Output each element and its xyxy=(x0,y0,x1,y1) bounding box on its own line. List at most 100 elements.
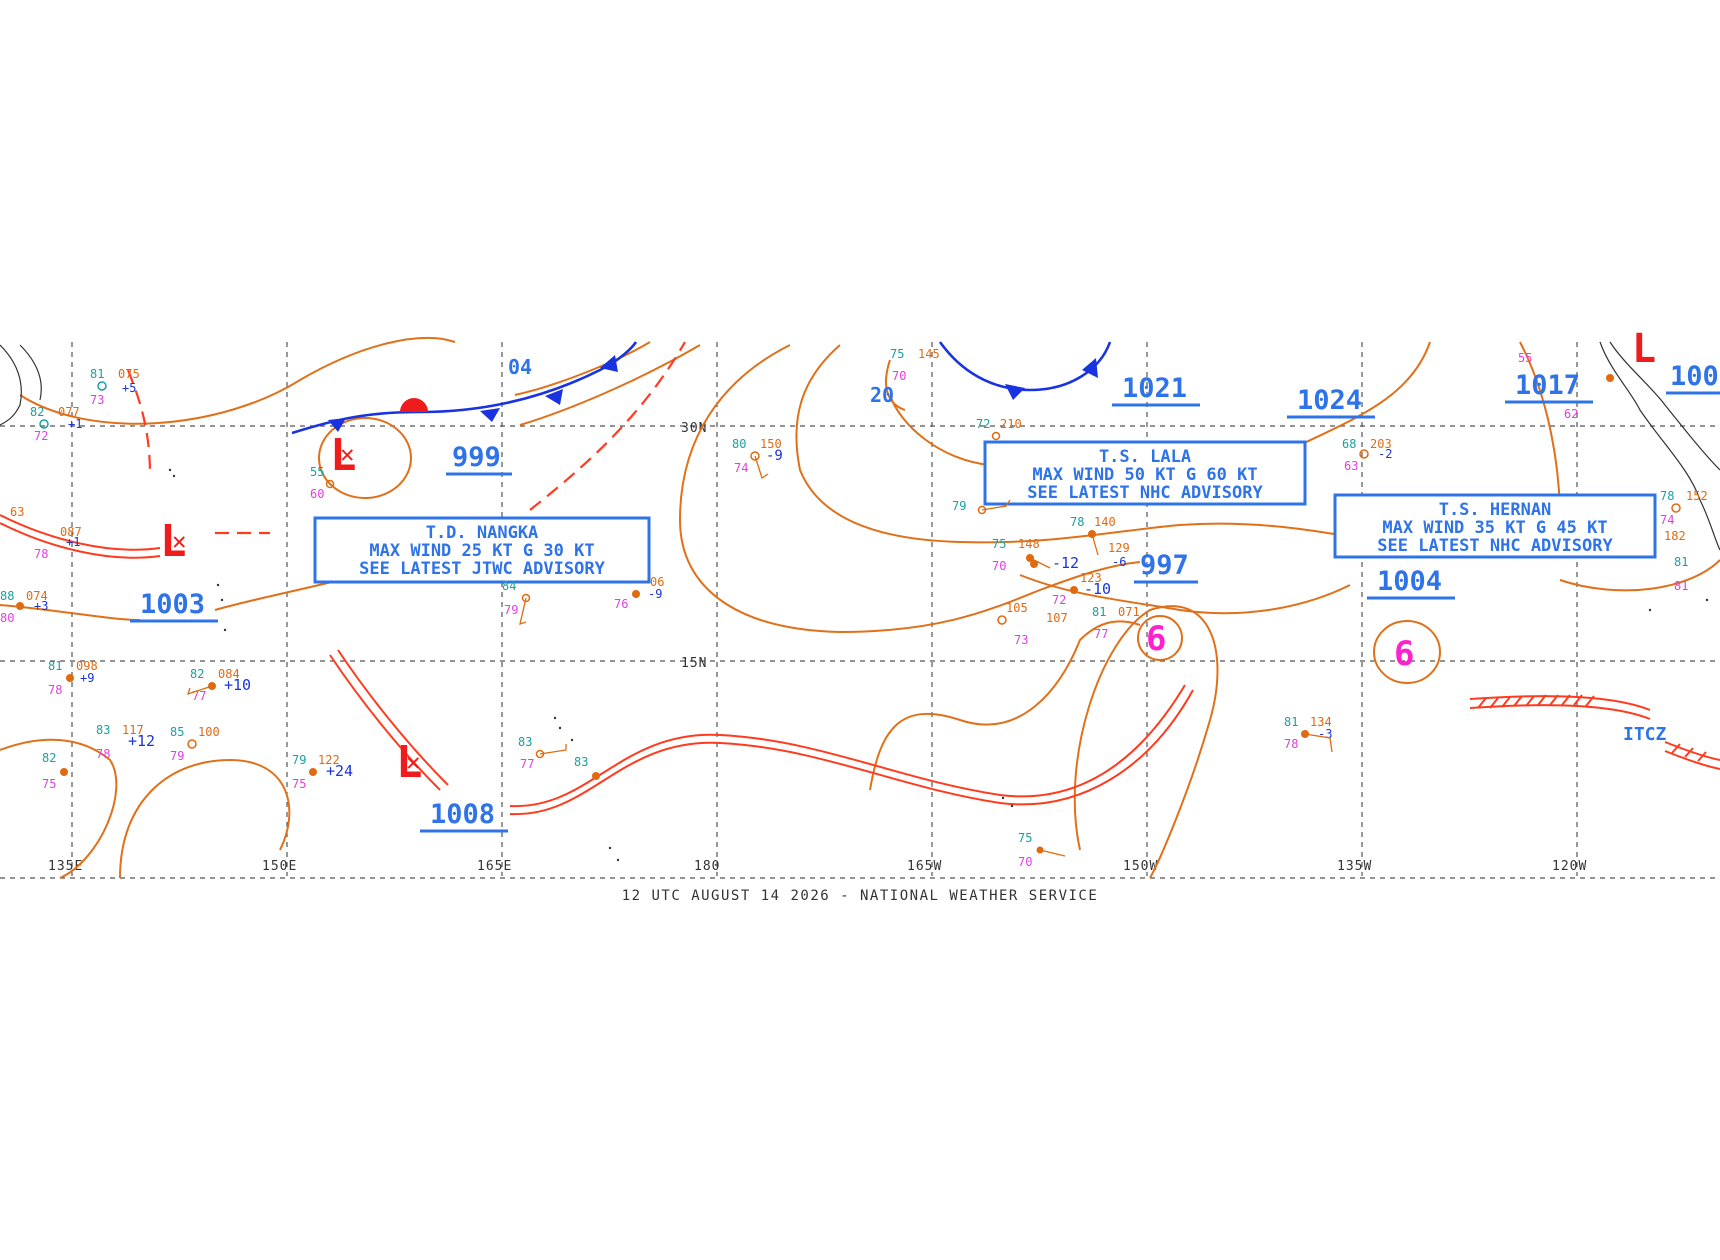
island-dot xyxy=(1705,598,1709,602)
pressure-label-1017: 1017 xyxy=(1515,370,1580,401)
cold-front-pip xyxy=(1005,384,1025,400)
obs-dewpoint: 79 xyxy=(170,749,184,763)
advisory-box xyxy=(1333,493,1657,559)
obs-pressure: 150 xyxy=(760,437,782,451)
isobar-storm-ring xyxy=(1373,620,1441,684)
island-dot xyxy=(220,598,224,602)
graticule xyxy=(0,342,1720,879)
advisory-lala: T.S. LALA MAX WIND 50 KT G 60 KT SEE LAT… xyxy=(983,440,1307,506)
trough-dashed xyxy=(126,369,152,476)
obs-dewpoint: 75 xyxy=(42,777,56,791)
station-obs: 81 075 73 +5 xyxy=(90,367,140,407)
isobar xyxy=(885,359,906,411)
pressure-label-999: 999 xyxy=(452,442,501,473)
island-dot xyxy=(216,583,220,587)
obs-dewpoint: 60 xyxy=(310,487,324,501)
advisory-box xyxy=(983,440,1307,506)
obs-temp: 75 xyxy=(992,537,1006,551)
obs-dewpoint: 62 xyxy=(1564,407,1578,421)
wind-barb xyxy=(1039,849,1066,857)
itcz-hatch xyxy=(1573,694,1583,706)
obs-temp: 55 xyxy=(1518,351,1532,365)
obs-pressure: 134 xyxy=(1310,715,1332,729)
obs-temp: 55 xyxy=(310,465,324,479)
station-obs: 84 79 xyxy=(502,579,531,617)
low-center: L xyxy=(1632,326,1656,372)
low-center-x: ✕ xyxy=(406,748,420,776)
isobar-low-ring xyxy=(318,417,412,499)
station-obs: 82 077 72 +1 xyxy=(30,405,82,443)
obs-temp: 79 xyxy=(952,499,966,513)
station-obs: 83 77 xyxy=(518,735,545,771)
cold-front-pip xyxy=(600,355,618,372)
station-marker xyxy=(750,451,760,461)
low-center-x: ✕ xyxy=(172,527,186,555)
trough-dashed xyxy=(529,341,686,511)
cold-front-pip xyxy=(545,389,563,405)
station-obs: 182 xyxy=(1664,529,1686,543)
low-center: L ✕ xyxy=(160,516,187,567)
isobar-label-20: 20 xyxy=(870,383,894,407)
isobar xyxy=(119,758,291,879)
obs-pressure: 203 xyxy=(1370,437,1392,451)
obs-tendency: -10 xyxy=(1084,580,1111,598)
station-obs: 81 071 77 -10 xyxy=(1070,580,1140,641)
coastline-path xyxy=(19,344,42,401)
obs-pressure: 182 xyxy=(1664,529,1686,543)
station-marker xyxy=(632,590,640,598)
isobar xyxy=(514,341,651,396)
station-obs: 06 76 -9 xyxy=(614,575,664,611)
obs-dewpoint: 63 xyxy=(1344,459,1358,473)
obs-temp: 88 xyxy=(0,589,14,603)
pressure-label-1003: 1003 xyxy=(140,589,205,620)
obs-temp: 75 xyxy=(890,347,904,361)
itcz-hatch xyxy=(1513,695,1523,707)
itcz-label: ITCZ xyxy=(1623,724,1667,745)
obs-tendency: -12 xyxy=(1052,554,1079,572)
low-symbol: L xyxy=(1632,326,1656,372)
obs-pressure: 087 xyxy=(60,525,82,539)
advisory-nangka: T.D. NANGKA MAX WIND 25 KT G 30 KT SEE L… xyxy=(313,516,651,584)
itcz-hatch xyxy=(1501,696,1511,708)
obs-temp: 82 xyxy=(30,405,44,419)
lon-label-150e: 150E xyxy=(262,859,297,874)
station-marker xyxy=(66,674,74,682)
trough-line xyxy=(0,514,161,551)
station-obs: 81 098 78 +9 xyxy=(48,659,98,697)
itcz-hatch xyxy=(1561,694,1571,706)
itcz-hatch xyxy=(1549,694,1559,706)
obs-dewpoint: 74 xyxy=(734,461,748,475)
station-obs: 82 75 xyxy=(42,751,68,791)
cold-front-pip xyxy=(328,418,346,432)
station-obs: 105 107 73 xyxy=(997,601,1068,647)
advisory-note: SEE LATEST NHC ADVISORY xyxy=(1027,483,1263,503)
low-symbol: L xyxy=(160,516,187,567)
station-marker xyxy=(1359,449,1369,459)
isobar xyxy=(19,336,456,425)
stationary-front xyxy=(291,341,1112,435)
obs-dewpoint: 76 xyxy=(614,597,628,611)
wind-barb xyxy=(539,744,567,755)
island-dot xyxy=(172,474,176,478)
map-caption: 12 UTC AUGUST 14 2026 - NATIONAL WEATHER… xyxy=(621,888,1099,904)
station-obs: 75 145 70 xyxy=(890,347,940,383)
isobar xyxy=(1519,341,1561,521)
obs-tendency: +3 xyxy=(34,599,48,613)
isobar xyxy=(795,344,1341,544)
obs-dewpoint: 77 xyxy=(1094,627,1108,641)
itcz-hatch xyxy=(1525,695,1535,707)
obs-pressure: 107 xyxy=(1046,611,1068,625)
obs-pressure: 075 xyxy=(118,367,140,381)
coastline-path xyxy=(1599,341,1720,551)
station-obs: 55 62 xyxy=(1518,351,1614,421)
obs-temp: 81 xyxy=(48,659,62,673)
obs-temp: 78 xyxy=(1070,515,1084,529)
wind-barb xyxy=(1029,557,1051,569)
obs-dewpoint: 78 xyxy=(1284,737,1298,751)
island-dot xyxy=(570,738,574,742)
isobar-label-04: 04 xyxy=(508,355,532,379)
itcz-hatch xyxy=(1585,695,1595,707)
obs-dewpoint: 73 xyxy=(90,393,104,407)
obs-pressure: 129 xyxy=(1108,541,1130,555)
